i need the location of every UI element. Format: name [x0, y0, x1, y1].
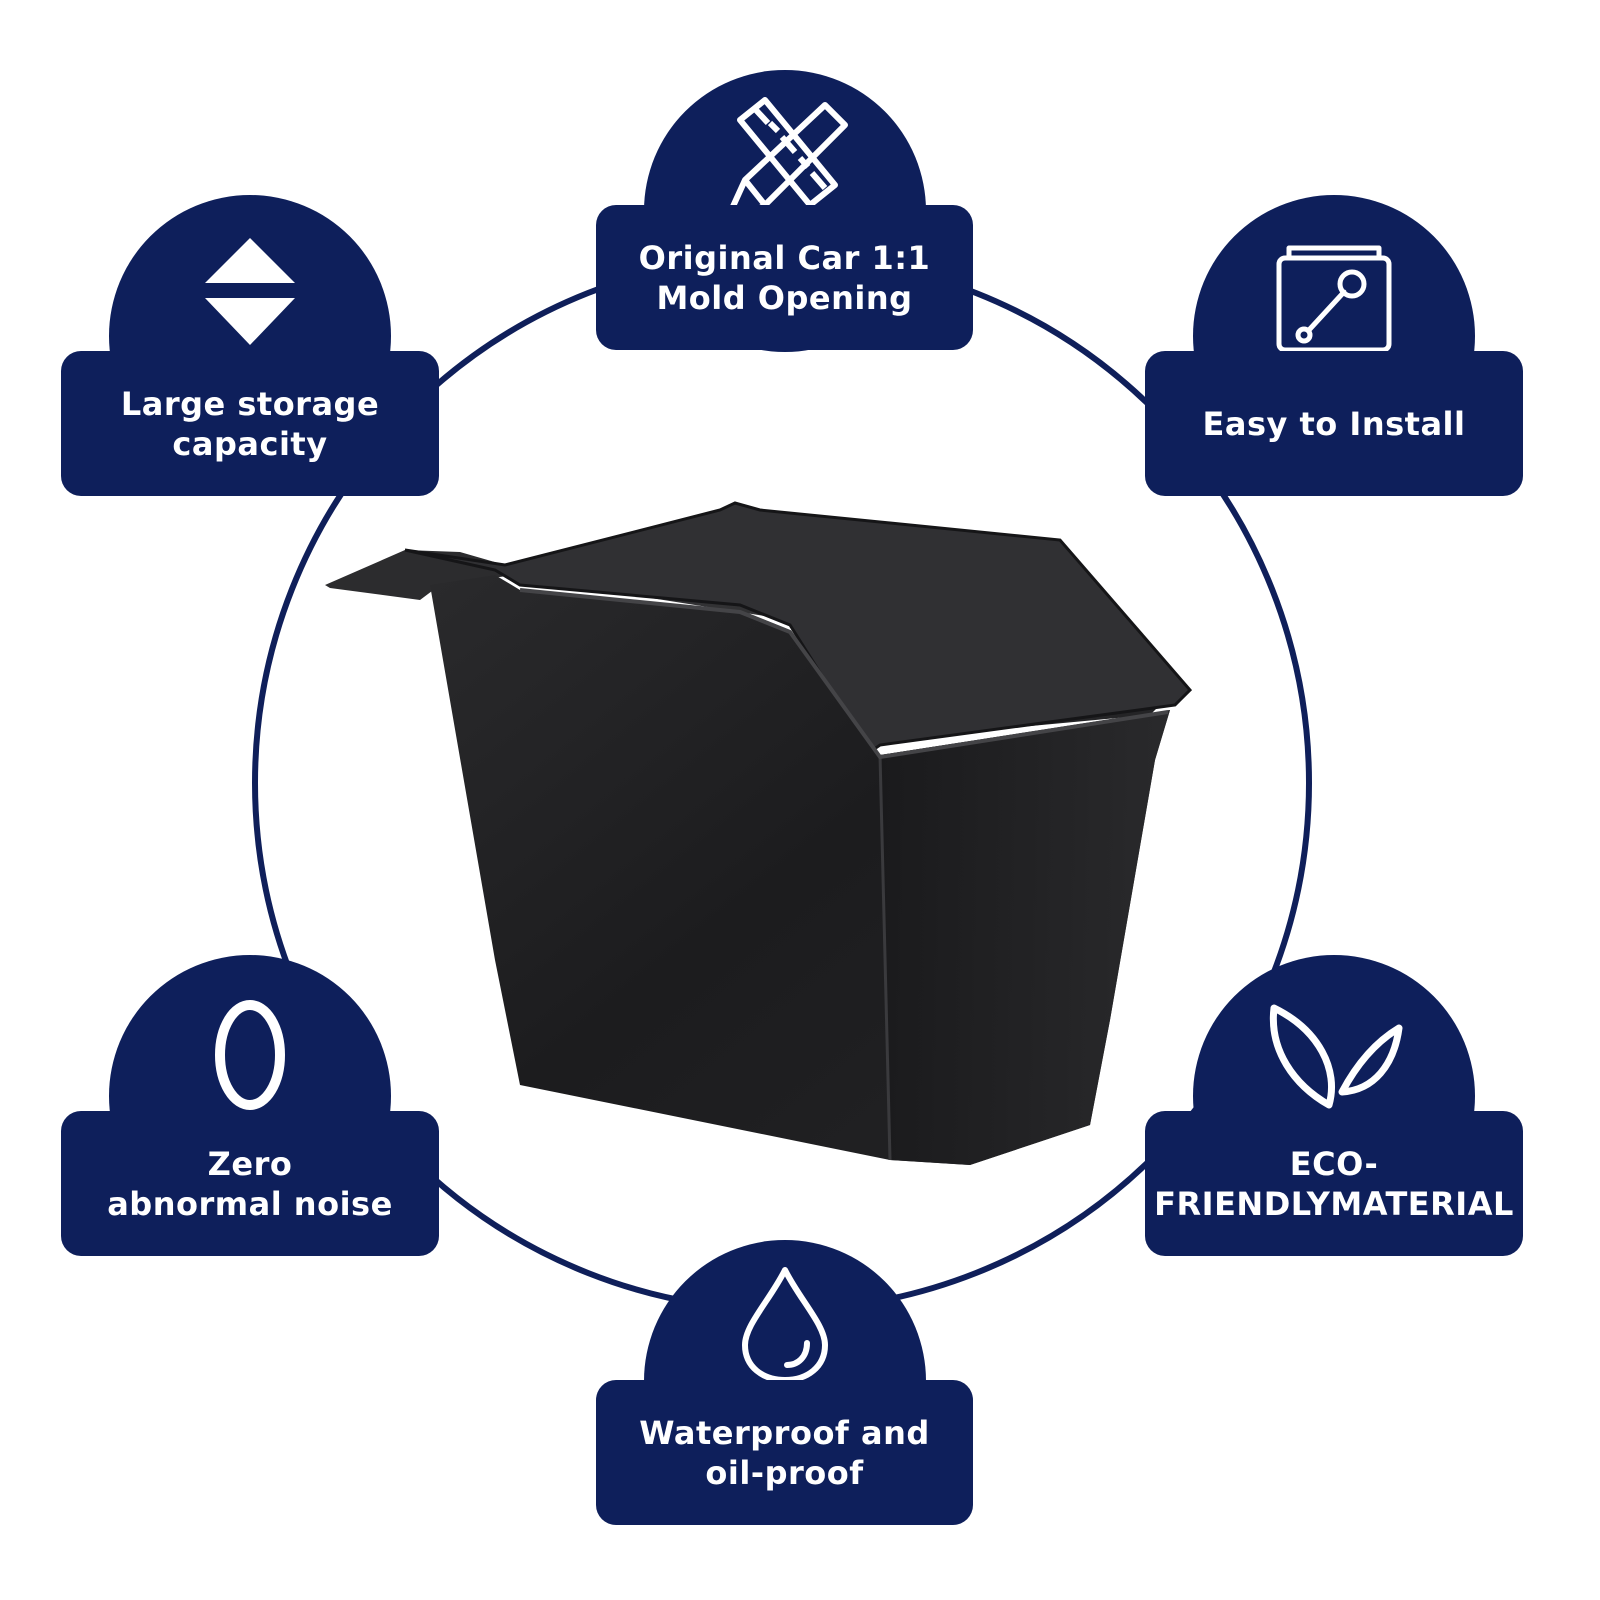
feature-waterproof: Waterproof and oil-proof: [596, 1240, 973, 1525]
tools-cross-icon: [726, 97, 848, 223]
feature-label: Waterproof and oil-proof: [639, 1413, 930, 1492]
feature-large-storage: Large storage capacity: [61, 195, 439, 496]
feature-label: ECO- FRIENDLYMATERIAL: [1154, 1144, 1514, 1223]
feature-card: ECO- FRIENDLYMATERIAL: [1145, 1111, 1523, 1256]
feature-card: Easy to Install: [1145, 351, 1523, 496]
feature-card: Waterproof and oil-proof: [596, 1380, 973, 1525]
feature-label: Easy to Install: [1202, 404, 1466, 443]
expand-arrows-icon: [205, 238, 295, 345]
leaves-icon: [1269, 1004, 1403, 1109]
feature-card: Zero abnormal noise: [61, 1111, 439, 1256]
feature-eco-material: ECO- FRIENDLYMATERIAL: [1145, 955, 1523, 1256]
feature-card: Large storage capacity: [61, 351, 439, 496]
wrench-box-icon: [1276, 245, 1392, 353]
water-drop-icon: [741, 1267, 828, 1383]
feature-mold-opening: Original Car 1:1 Mold Opening: [596, 70, 973, 352]
feature-card: Original Car 1:1 Mold Opening: [596, 205, 973, 350]
zero-icon: [215, 1000, 285, 1110]
feature-zero-noise: Zero abnormal noise: [61, 955, 439, 1256]
feature-label: Original Car 1:1 Mold Opening: [638, 238, 931, 317]
feature-easy-install: Easy to Install: [1145, 195, 1523, 496]
feature-label: Large storage capacity: [120, 384, 380, 463]
feature-label: Zero abnormal noise: [107, 1144, 393, 1223]
